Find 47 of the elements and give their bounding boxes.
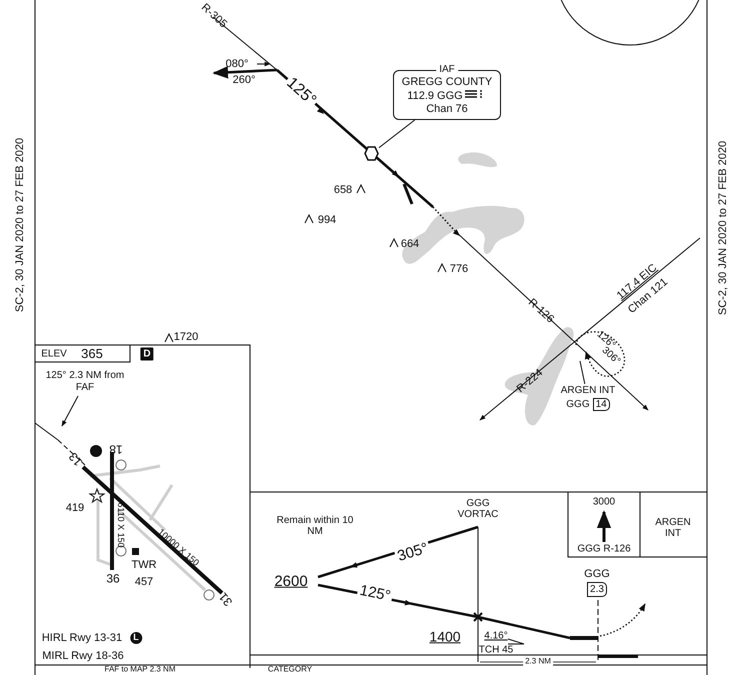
fix-name: ARGEN INT bbox=[560, 384, 616, 398]
spot-elevation: 664 bbox=[400, 238, 420, 250]
lighting-note: MIRL Rwy 18-36 bbox=[42, 650, 124, 662]
distance-label: 2.3 bbox=[587, 582, 607, 597]
altitude-label: 1400 bbox=[429, 629, 461, 645]
leader-line bbox=[62, 396, 79, 427]
table-header: CATEGORY bbox=[268, 666, 312, 674]
altitude-label: 2600 bbox=[274, 574, 308, 590]
fix-name: ARGEN INT bbox=[654, 517, 692, 539]
indicator-tag: D bbox=[140, 348, 154, 360]
spot-elevation: 419 bbox=[66, 502, 84, 514]
distance-label: 14 bbox=[592, 398, 610, 411]
radial-label: GGG R-126 bbox=[577, 544, 631, 554]
altitude-label: 3000 bbox=[592, 496, 616, 508]
spot-elevation: 658 bbox=[334, 184, 352, 196]
dimension-label: 2.3 NM bbox=[523, 658, 553, 666]
note: Remain within 10 NM bbox=[276, 515, 354, 537]
effective-date-label: SC-2, 30 JAN 2020 to 27 FEB 2020 bbox=[14, 138, 26, 312]
course-label: 080° bbox=[226, 58, 248, 70]
spot-elevation: 994 bbox=[318, 214, 336, 226]
spot-elevation: 776 bbox=[450, 262, 468, 276]
navaid-name: GREGG COUNTY bbox=[400, 76, 494, 89]
glide-path-angle: 4.16° bbox=[484, 630, 508, 642]
tower-label: TWR bbox=[131, 558, 157, 572]
frequency-label: 112.9 GGG bbox=[407, 90, 463, 102]
course-label: 306° bbox=[600, 345, 622, 367]
effective-date-label: SC-2, 30 JAN 2020 to 27 FEB 2020 bbox=[716, 140, 730, 316]
navaid-label: GGG VORTAC bbox=[456, 498, 500, 520]
elevation-value: 365 bbox=[81, 346, 103, 362]
spot-elevation: 1720 bbox=[174, 330, 198, 344]
runway-number: 36 bbox=[106, 572, 120, 586]
leader-line bbox=[580, 360, 586, 384]
spot-elevation: 457 bbox=[134, 576, 154, 588]
runway-number: 31 bbox=[216, 590, 236, 608]
table-header: FAF to MAP 2.3 NM bbox=[104, 666, 176, 674]
navaid-ident: GGG bbox=[583, 567, 611, 582]
field-label: ELEV bbox=[41, 348, 67, 360]
course-label: 260° bbox=[232, 74, 256, 86]
note: 125° 2.3 NM from FAF bbox=[45, 370, 125, 396]
threshold-crossing-height: TCH 45 bbox=[478, 644, 514, 656]
navaid-ident: GGG bbox=[566, 399, 590, 410]
lighting-note: HIRL Rwy 13-31 bbox=[42, 632, 122, 644]
indicator-tag: L bbox=[130, 632, 142, 644]
runway-number: 13 bbox=[66, 450, 86, 468]
leader-line bbox=[378, 120, 416, 148]
vortac-symbol-icon bbox=[364, 146, 379, 161]
channel-label: Chan 76 bbox=[425, 103, 469, 116]
